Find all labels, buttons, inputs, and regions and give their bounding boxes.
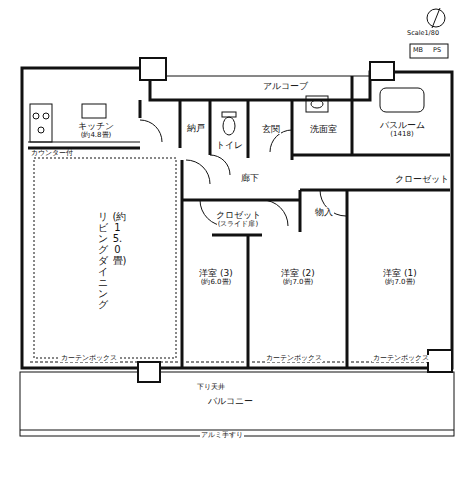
room-size: (スライド扉) xyxy=(217,220,259,228)
room-name: バスルーム xyxy=(379,120,426,130)
room-box: バルコニー xyxy=(150,392,310,410)
plan-note: カウンター付 xyxy=(30,150,74,157)
room-name: 玄関 xyxy=(261,124,281,134)
room-size: (約4.8畳) xyxy=(80,131,113,139)
room-name: クローゼット xyxy=(394,174,450,184)
room-box: クローゼット xyxy=(392,172,452,186)
room-box: 納戸 xyxy=(184,118,208,138)
room-box: トイレ xyxy=(212,138,246,152)
room-box: 物入 xyxy=(302,200,346,224)
room-box: アルコーブ xyxy=(240,78,330,94)
room-name: クロゼット xyxy=(215,210,262,220)
room-name: 物入 xyxy=(314,207,334,217)
room-name: バルコニー xyxy=(207,396,254,406)
room-name: リビング・ダイニング xyxy=(97,211,109,310)
room-box: クロゼット(スライド扉) xyxy=(212,206,264,232)
plan-note: カーテンボックス xyxy=(60,355,118,362)
room-box: 玄関 xyxy=(252,120,290,138)
room-box: 廊下 xyxy=(220,170,280,186)
room-name: 洋室 (2) xyxy=(280,268,316,278)
plan-note: カーテンボックス xyxy=(265,355,323,362)
room-box: 洋室 (1)(約7.0畳) xyxy=(352,262,448,292)
plan-note: アルミ手すり xyxy=(200,432,244,439)
room-name: キッチン xyxy=(77,121,115,131)
room-name: 廊下 xyxy=(240,173,260,183)
room-box: 洋室 (2)(約7.0畳) xyxy=(252,262,344,292)
room-box: バスルーム(1418) xyxy=(356,116,448,142)
room-box: キッチン(約4.8畳) xyxy=(56,118,136,142)
plan-note: 下り天井 xyxy=(196,384,226,391)
room-name: 洋室 (3) xyxy=(198,268,234,278)
room-size: (1418) xyxy=(389,130,414,138)
room-name: アルコーブ xyxy=(262,81,309,91)
vertical-columns: リビング・ダイニング(約15.0畳) xyxy=(97,211,124,310)
room-box: 洗面室 xyxy=(296,120,350,138)
scale-label: Scale1/80 xyxy=(406,30,440,37)
room-size: (約7.0畳) xyxy=(282,278,315,286)
room-box: 洋室 (3)(約6.0畳) xyxy=(186,262,246,292)
room-box: リビング・ダイニング(約15.0畳) xyxy=(60,170,160,350)
room-name: 納戸 xyxy=(186,123,206,133)
room-name: トイレ xyxy=(215,140,244,150)
plan-note: PS xyxy=(432,47,442,54)
room-name: 洋室 (1) xyxy=(382,268,418,278)
room-size: (約15.0畳) xyxy=(112,211,124,266)
room-size: (約6.0畳) xyxy=(200,278,233,286)
room-size: (約7.0畳) xyxy=(384,278,417,286)
plan-note: カーテンボックス xyxy=(372,355,430,362)
plan-note: MB xyxy=(412,47,424,54)
room-name: 洗面室 xyxy=(309,124,338,134)
